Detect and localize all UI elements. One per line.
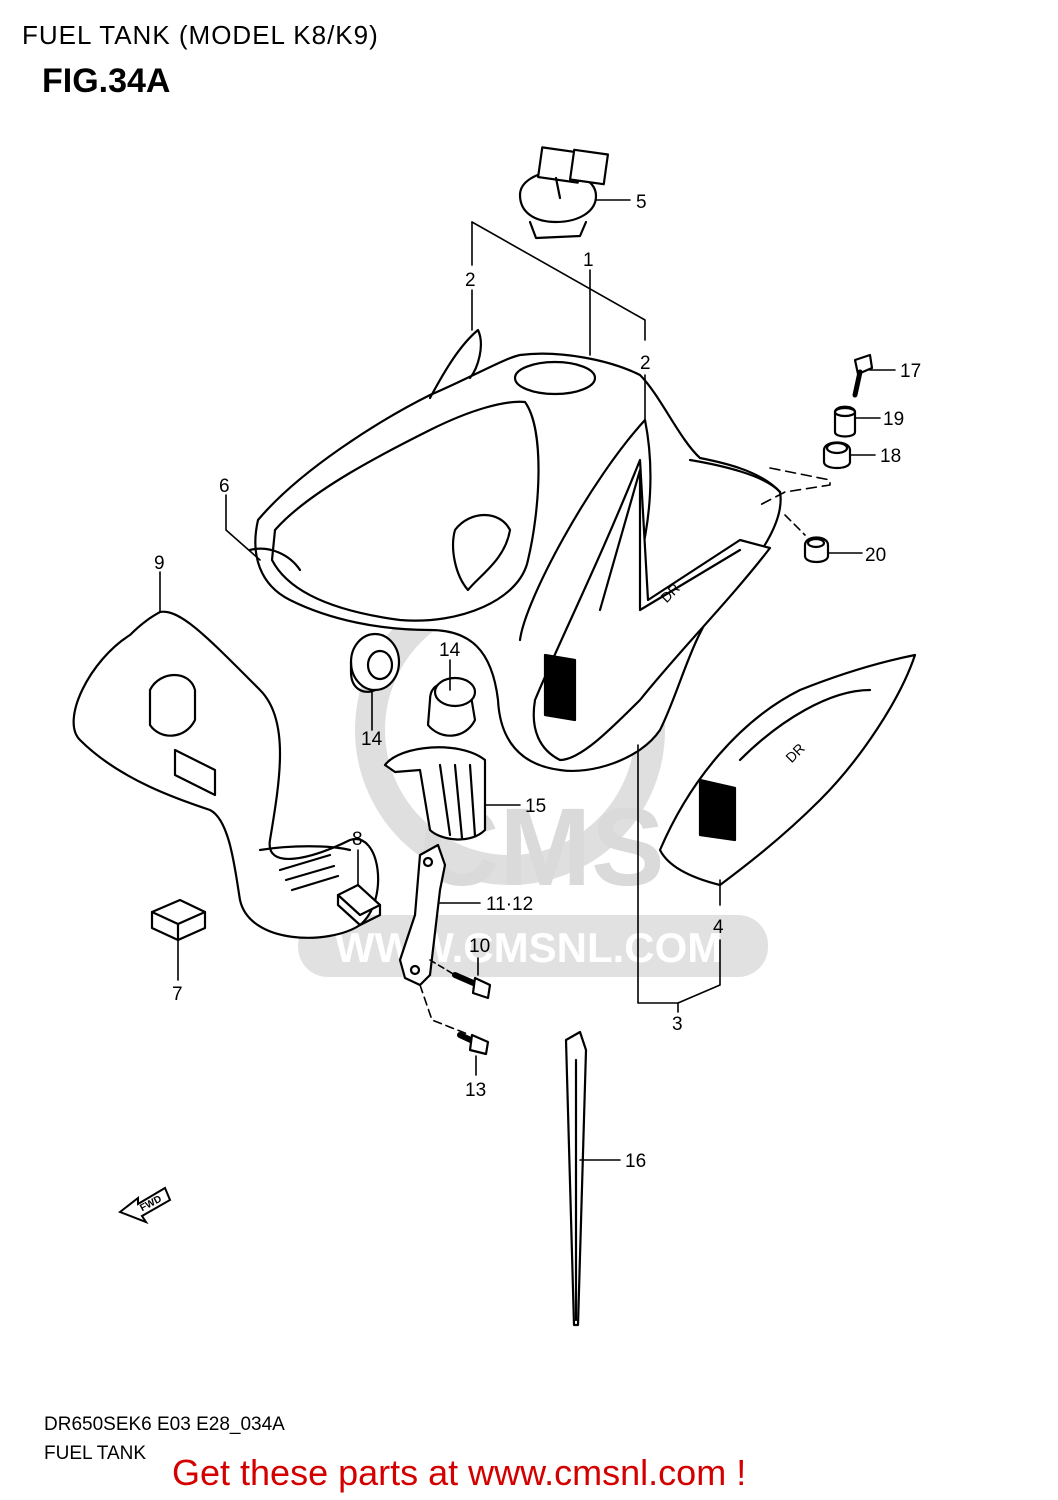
callout-4: 4 — [713, 917, 724, 938]
callout-18: 18 — [880, 446, 901, 467]
shop-link[interactable]: Get these parts at www.cmsnl.com ! — [172, 1452, 747, 1493]
callout-labels: 1 2 2 3 4 5 6 7 8 9 10 11·12 13 14 14 15… — [154, 192, 921, 1172]
watermark-url: WWW.CMSNL.COM — [335, 924, 722, 971]
callout-6: 6 — [219, 476, 230, 497]
figure-number: FIG.34A — [42, 62, 171, 100]
bolt-part-10 — [452, 972, 492, 1000]
callout-14b: 14 — [439, 640, 461, 661]
callout-19: 19 — [883, 409, 904, 430]
cushion-part-14b — [426, 676, 477, 737]
callout-2b: 2 — [640, 353, 651, 374]
side-cover-part-9 — [72, 610, 380, 939]
callout-8: 8 — [352, 829, 363, 850]
fuel-cap-part-5 — [518, 146, 610, 240]
forward-arrow: FWD — [117, 1186, 172, 1225]
callout-3: 3 — [672, 1014, 683, 1035]
callout-15: 15 — [525, 796, 546, 817]
callout-7: 7 — [172, 984, 183, 1005]
screw-part-13 — [457, 1032, 490, 1056]
leader-lines — [159, 199, 896, 1161]
rubber-mount-part-15 — [383, 746, 487, 841]
pad-part-8 — [336, 883, 382, 927]
diagram-code: DR650SEK6 E03 E28_034A — [44, 1414, 285, 1435]
block-part-7 — [150, 898, 207, 942]
callout-11-12: 11·12 — [486, 894, 533, 915]
grommet-part-18 — [822, 441, 852, 470]
bolt-part-17 — [852, 353, 874, 398]
tank-rim-part-6 — [248, 547, 302, 572]
bracket-part-11-12 — [398, 843, 447, 987]
diagram-name: FUEL TANK — [44, 1443, 147, 1464]
cable-tie-part-16 — [564, 1030, 588, 1327]
side-decal-part-4: DR — [658, 653, 917, 887]
callout-14a: 14 — [361, 729, 383, 750]
callout-17: 17 — [900, 361, 921, 382]
cushion-part-14a — [349, 632, 401, 693]
callout-5: 5 — [636, 192, 647, 213]
collar-part-19 — [833, 405, 857, 438]
page-title: FUEL TANK (MODEL K8/K9) — [22, 20, 379, 50]
callout-1: 1 — [583, 250, 594, 271]
callout-10: 10 — [469, 936, 490, 957]
callout-16: 16 — [625, 1151, 646, 1172]
fuel-tank-part-1 — [254, 328, 782, 772]
callout-13: 13 — [465, 1080, 486, 1101]
callout-2a: 2 — [465, 270, 476, 291]
cushion-part-20 — [803, 536, 830, 564]
callout-20: 20 — [865, 545, 886, 566]
watermark: CMS WWW.CMSNL.COM — [298, 575, 768, 977]
callout-9: 9 — [154, 553, 165, 574]
